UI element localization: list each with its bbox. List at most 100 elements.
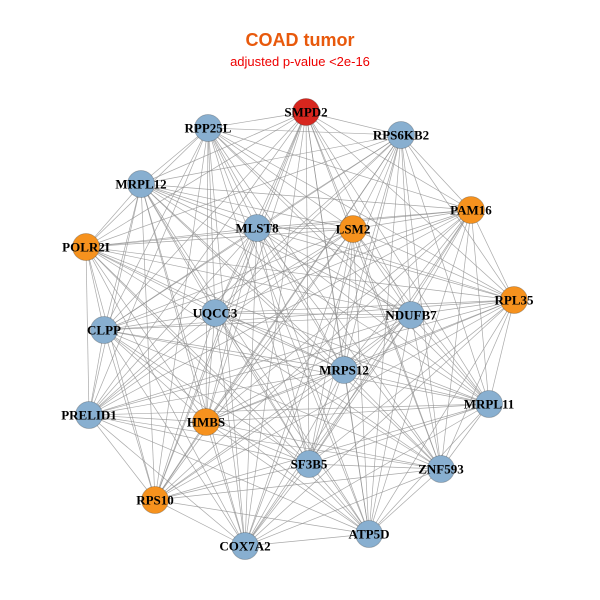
network-edge xyxy=(343,369,442,470)
network-edge xyxy=(214,312,370,535)
network-edge xyxy=(85,246,412,316)
network-edge xyxy=(244,134,402,547)
network-edge xyxy=(352,228,442,470)
network-node xyxy=(194,114,222,142)
network-edge xyxy=(88,414,156,501)
network-edge xyxy=(244,314,412,547)
network-edge xyxy=(85,246,216,314)
network-edge xyxy=(368,468,442,535)
network-edge xyxy=(214,227,258,314)
network-edge xyxy=(410,209,472,316)
network-node xyxy=(397,301,425,329)
network-node xyxy=(500,286,528,314)
network-edge xyxy=(207,127,258,229)
network-edge xyxy=(103,183,142,331)
network-edge xyxy=(154,468,442,501)
node-label: RPS10 xyxy=(136,493,174,508)
node-label: MLST8 xyxy=(235,221,279,236)
network-edge xyxy=(256,227,490,405)
network-edge xyxy=(308,403,490,465)
network-node xyxy=(127,170,155,198)
network-edge xyxy=(140,183,354,230)
network-edge xyxy=(103,329,442,470)
network-edge xyxy=(244,209,472,547)
network-edge xyxy=(140,183,412,316)
network-edge xyxy=(140,183,345,371)
network-edge xyxy=(154,312,216,501)
network-node xyxy=(387,121,415,149)
network-edge xyxy=(308,369,345,465)
network-node xyxy=(192,408,220,436)
network-edge xyxy=(88,414,246,547)
network-edge xyxy=(103,227,258,331)
network-node xyxy=(427,455,455,483)
network-edge xyxy=(88,209,472,416)
network-edge xyxy=(308,463,442,470)
network-edge xyxy=(400,134,442,470)
network-edge xyxy=(305,111,472,211)
network-edge xyxy=(205,314,412,423)
network-edge xyxy=(88,414,310,465)
network-edge xyxy=(88,414,442,470)
network-edge xyxy=(352,134,402,230)
network-node xyxy=(243,214,271,242)
network-edge xyxy=(140,183,515,301)
network-edge xyxy=(410,314,490,405)
network-edge xyxy=(256,227,442,470)
node-label: HMBS xyxy=(187,415,225,430)
node-label: PRELID1 xyxy=(61,408,117,423)
network-edge xyxy=(368,314,412,535)
network-node xyxy=(339,215,367,243)
network-edge xyxy=(214,312,310,465)
network-edge xyxy=(352,228,412,316)
network-node xyxy=(231,532,259,560)
network-edge xyxy=(244,299,515,547)
network-edge xyxy=(207,127,412,316)
network-edge xyxy=(85,227,258,248)
node-label: MRPL11 xyxy=(464,397,515,412)
node-label: ATP5D xyxy=(349,527,390,542)
network-edge xyxy=(140,183,216,314)
network-edge xyxy=(103,329,370,535)
node-label: UQCC3 xyxy=(193,306,238,321)
network-edge xyxy=(368,299,515,535)
network-edge xyxy=(88,312,216,416)
network-edge xyxy=(85,246,515,301)
node-label: RPL35 xyxy=(495,293,535,308)
network-edge xyxy=(85,111,307,248)
node-label: PAM16 xyxy=(450,203,492,218)
network-edge xyxy=(343,228,354,371)
network-edge xyxy=(88,414,370,535)
network-edge xyxy=(103,329,490,405)
network-edge xyxy=(205,369,345,423)
node-label: MRPL12 xyxy=(115,177,166,192)
network-edge xyxy=(154,499,370,535)
network-edge xyxy=(207,127,515,301)
network-edge xyxy=(140,134,402,185)
network-edge xyxy=(85,228,354,248)
network-edge xyxy=(305,111,490,405)
network-edge xyxy=(368,209,472,535)
network-node xyxy=(355,520,383,548)
network-edge xyxy=(205,312,216,423)
network-edge xyxy=(103,329,207,423)
network-edge xyxy=(256,209,472,229)
network-edge xyxy=(400,134,472,211)
network-edge xyxy=(88,314,412,416)
network-edge xyxy=(205,421,310,465)
network-edge xyxy=(308,134,402,465)
network-edge xyxy=(207,111,307,129)
network-edge xyxy=(140,183,258,229)
network-edge xyxy=(103,329,345,371)
network-edge xyxy=(88,369,345,416)
network-edge xyxy=(470,209,490,405)
network-edge xyxy=(140,183,472,211)
network-edge xyxy=(440,299,515,470)
network-edge xyxy=(88,111,307,416)
node-label: COX7A2 xyxy=(219,539,270,554)
network-edge xyxy=(103,314,412,331)
network-edge xyxy=(207,127,370,535)
network-edge xyxy=(244,533,370,547)
network-edge xyxy=(256,227,515,301)
